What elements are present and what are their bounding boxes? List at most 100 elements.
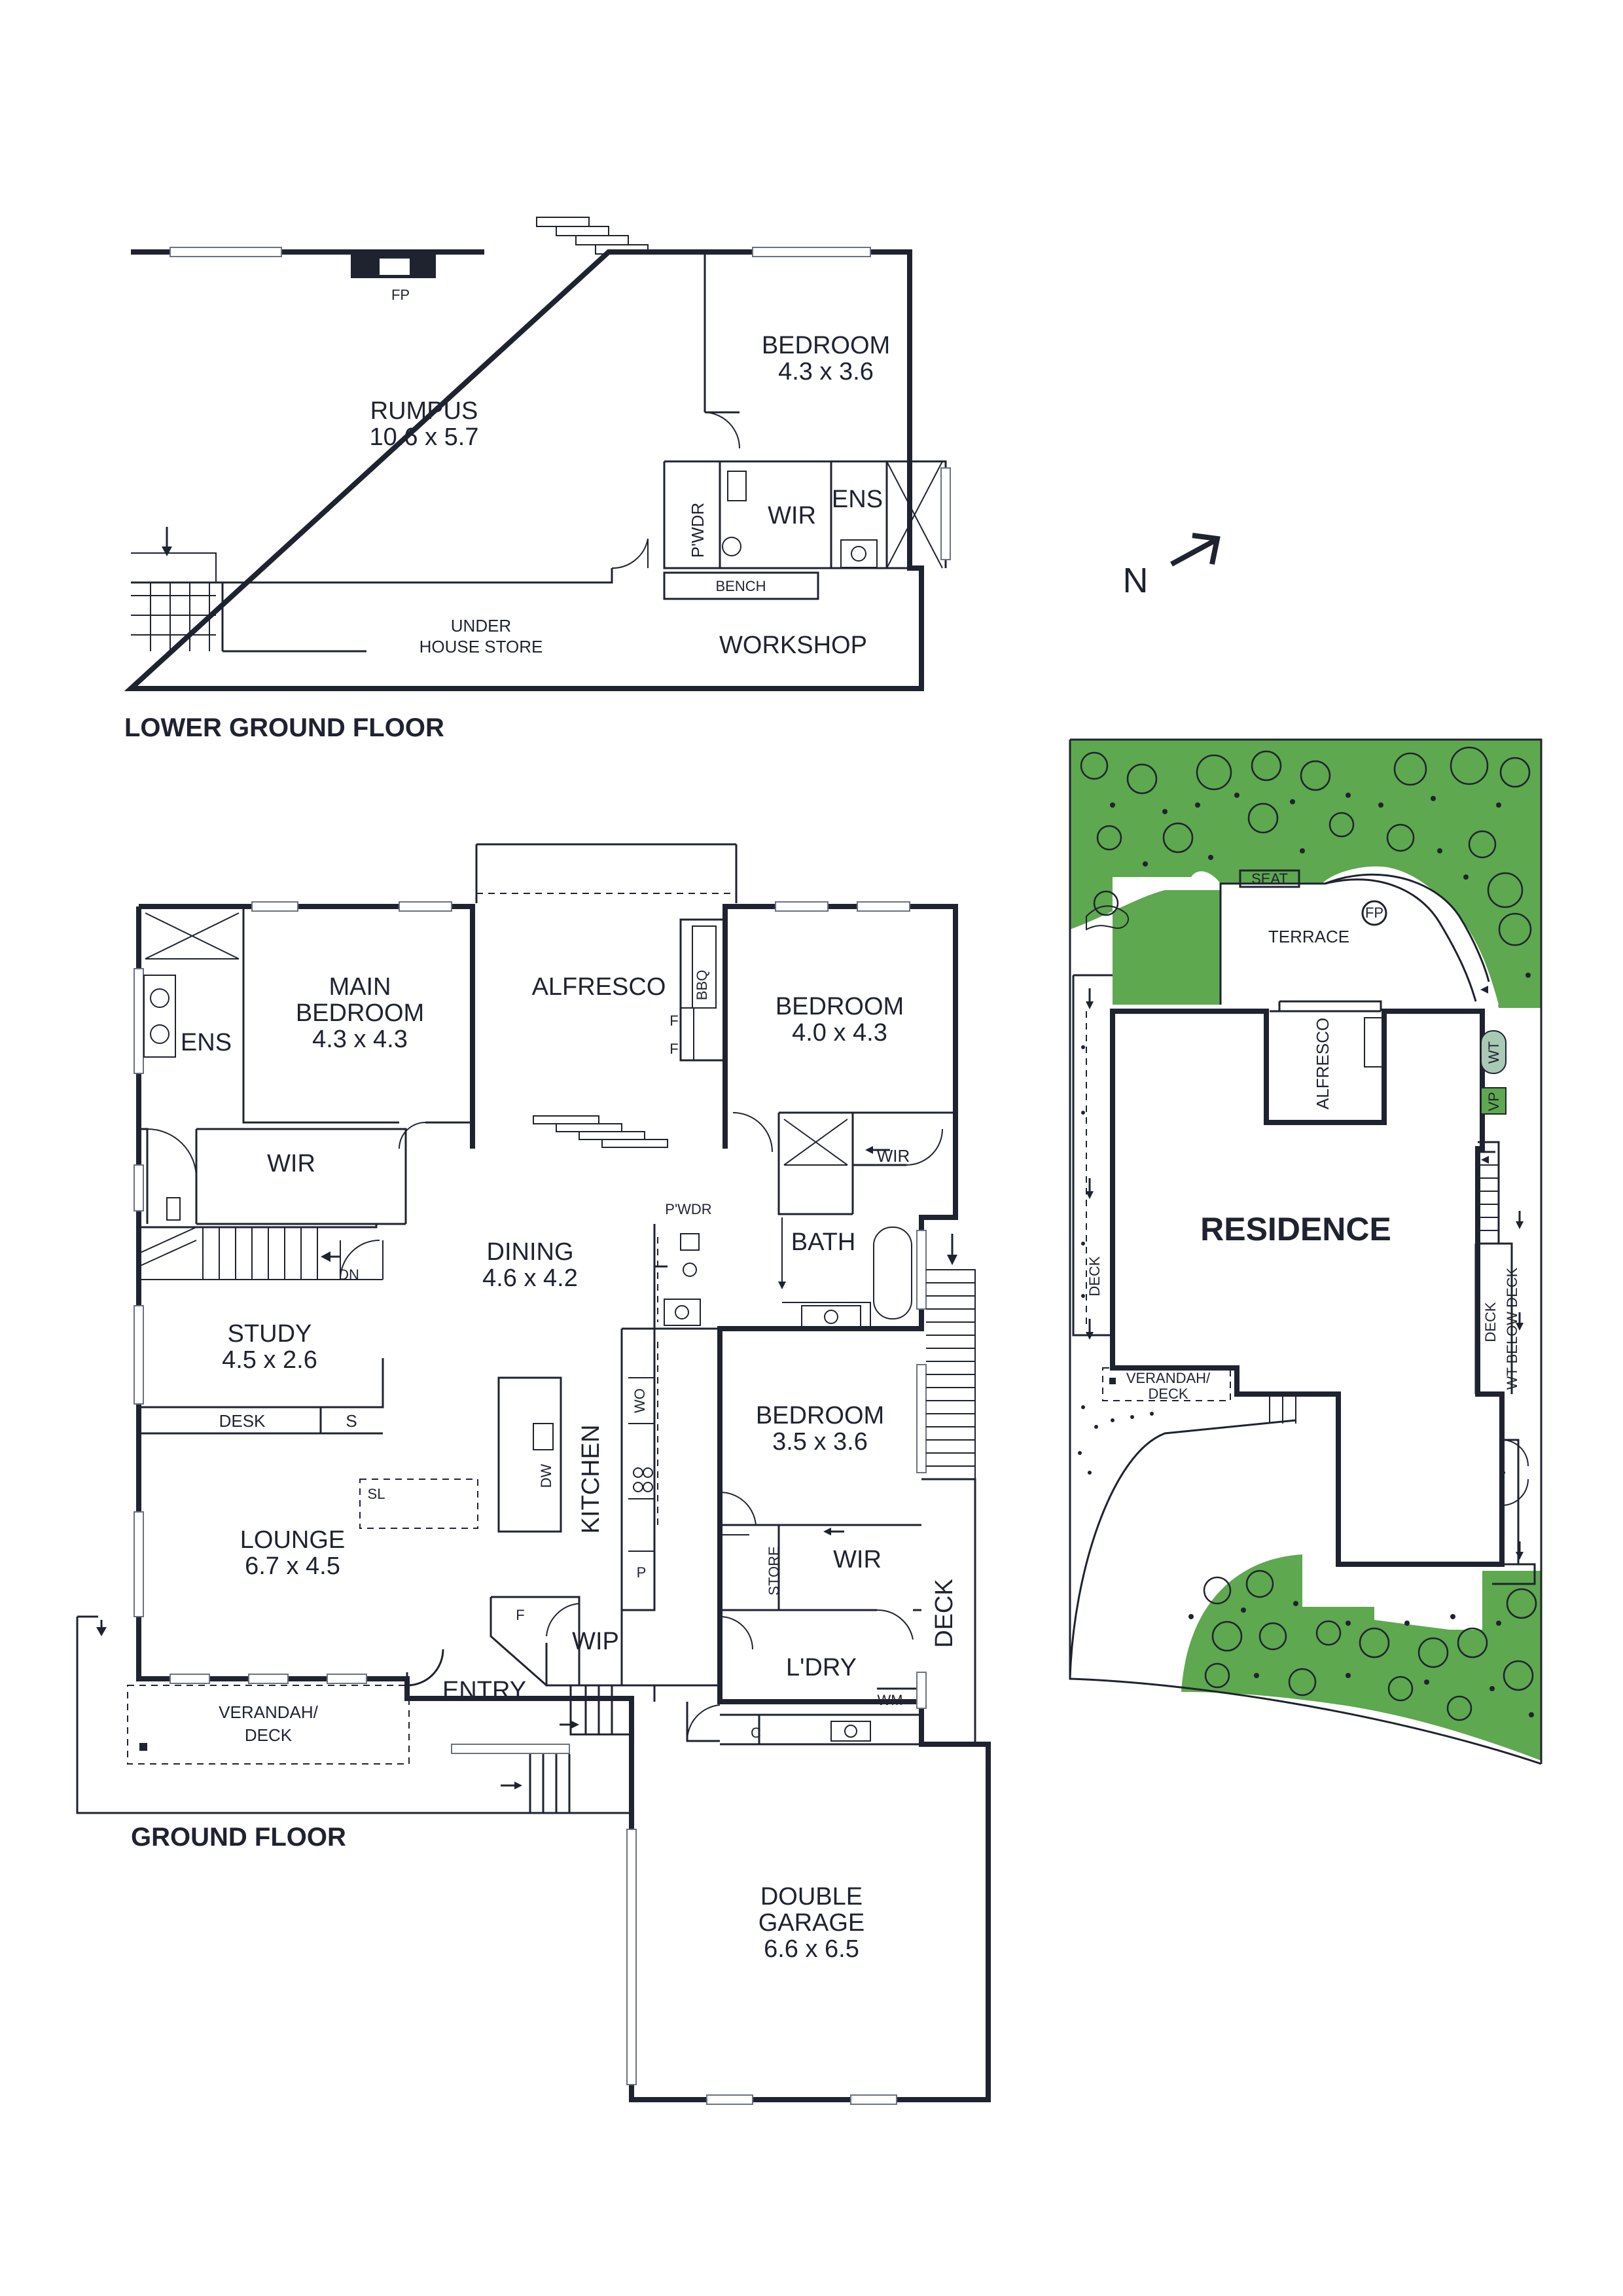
garage-label-2: GARAGE [758, 1909, 865, 1937]
shrubs [1078, 793, 1534, 1717]
ground-floor-title: GROUND FLOOR [131, 1823, 346, 1852]
arrow-down-icon [162, 547, 172, 556]
study-label: STUDY [228, 1320, 312, 1348]
site-verandah-label-1: VERANDAH/ [1126, 1370, 1211, 1386]
verandah-label-1: VERANDAH/ [219, 1702, 318, 1722]
bedroom-2-dim: 3.5 x 3.6 [772, 1428, 868, 1456]
residence-outline [1110, 1009, 1505, 1567]
water-tank-label: WT [1486, 1041, 1502, 1064]
residence-label: RESIDENCE [1200, 1211, 1391, 1247]
north-label: N [1123, 561, 1149, 600]
arrow-down-icon [96, 1627, 107, 1636]
wir-label: WIR [833, 1546, 882, 1573]
site-verandah-label-2: DECK [1148, 1386, 1188, 1402]
cupboard-label: C [751, 1725, 761, 1741]
bench-label: BENCH [715, 578, 766, 594]
fireplace-label: FP [391, 287, 410, 303]
sliding-door [359, 1479, 478, 1529]
wt-below-deck-label: WT BELOW DECK [1504, 1267, 1520, 1390]
bedroom-1-dim: 4.0 x 4.3 [792, 1019, 887, 1047]
dining-label: DINING [487, 1238, 574, 1266]
trees [1080, 746, 1537, 1721]
ground-floor: ENS MAIN BEDROOM 4.3 x 4.3 WIR ALFRESCO … [76, 843, 991, 2105]
site-alfresco-label: ALFRESCO [1313, 1018, 1332, 1109]
wall-oven-label: WO [632, 1388, 648, 1413]
fridge-label: F [669, 1013, 678, 1029]
ground-outer-wall [136, 904, 991, 2102]
powder-room-label: P'WDR [665, 1201, 711, 1217]
garage-label-1: DOUBLE [760, 1883, 863, 1910]
lower-bedroom-label: BEDROOM [762, 332, 890, 359]
lower-bedroom-dim: 4.3 x 3.6 [778, 358, 874, 386]
bbq-bench [679, 918, 726, 1062]
kitchen-label: KITCHEN [577, 1425, 605, 1534]
site-fireplace-label: FP [1365, 905, 1383, 921]
site-plan: SEAT FP TERRACE ALFRESCO WT VP RESIDENCE… [1069, 738, 1543, 1765]
alfresco-label: ALFRESCO [532, 973, 666, 1001]
store-label: STORE [766, 1546, 782, 1595]
verandah-label-2: DECK [245, 1725, 293, 1745]
dining-dim: 4.6 x 4.2 [482, 1265, 578, 1292]
vp-box [1480, 1087, 1507, 1115]
window [752, 247, 871, 257]
powder-room-label: P'WDR [688, 503, 707, 558]
bbq-label: BBQ [694, 970, 710, 1000]
lounge-label: LOUNGE [240, 1526, 345, 1554]
fridge-label: F [669, 1041, 678, 1057]
bedroom-2-label: BEDROOM [756, 1402, 884, 1429]
deck-label: DECK [931, 1579, 958, 1648]
door-swing [704, 412, 740, 449]
washing-machine-label: WM [877, 1692, 902, 1708]
dishwasher-label: DW [538, 1463, 554, 1488]
s-label: S [346, 1411, 357, 1431]
site-boundary [1069, 738, 1543, 1765]
fridge-label: F [516, 1607, 524, 1623]
north-arrow: N [1123, 533, 1221, 600]
main-bedroom-dim: 4.3 x 4.3 [312, 1026, 408, 1053]
main-bedroom-label-1: MAIN [329, 973, 391, 1001]
lower-ground-outer-wall [124, 249, 924, 691]
sliding-door-label: SL [368, 1486, 385, 1502]
garden-bottom [1181, 1554, 1541, 1761]
laundry-label: L'DRY [786, 1654, 857, 1681]
garage-dim: 6.6 x 6.5 [764, 1935, 859, 1963]
staircase [138, 1227, 383, 1280]
bedroom-1-label: BEDROOM [776, 993, 904, 1020]
north-arrow-icon [1170, 537, 1217, 567]
desk-label: DESK [219, 1411, 266, 1431]
arrow-left-icon [321, 1251, 330, 1262]
pantry-label: P [637, 1564, 647, 1581]
site-deck-right-label: DECK [1482, 1302, 1499, 1342]
rumpus-dim: 10.6 x 5.7 [370, 423, 479, 451]
bath-label: BATH [791, 1229, 856, 1256]
bench [663, 571, 819, 600]
under-store-label-1: UNDER [451, 616, 511, 636]
wir-label: WIR [267, 1150, 315, 1177]
seat-label: SEAT [1251, 870, 1288, 887]
ensuite-label: ENS [181, 1029, 232, 1056]
site-deck-left-label: DECK [1086, 1256, 1103, 1296]
terrace-label: TERRACE [1268, 927, 1349, 946]
down-label: DN [338, 1266, 359, 1283]
lounge-dim: 6.7 x 4.5 [245, 1552, 340, 1580]
window [169, 247, 282, 257]
external-steps [536, 217, 649, 255]
lower-ground-floor: FP P'WDR WIR ENS BENCH [124, 217, 951, 742]
main-bedroom-label-2: BEDROOM [296, 999, 424, 1027]
external-steps [926, 1269, 976, 1480]
wip-label: WIP [572, 1628, 619, 1655]
study-dim: 4.5 x 2.6 [222, 1346, 317, 1374]
ensuite-label: ENS [832, 486, 883, 513]
vp-label: VP [1486, 1092, 1502, 1111]
wir-label: WIR [768, 502, 816, 529]
wir-label: WIR [877, 1146, 910, 1166]
under-store-label-2: HOUSE STORE [419, 637, 543, 656]
lower-ground-title: LOWER GROUND FLOOR [124, 713, 444, 742]
kitchen-island [497, 1376, 562, 1533]
workshop-label: WORKSHOP [719, 632, 867, 659]
rumpus-label: RUMPUS [370, 397, 478, 425]
garden-top [1070, 740, 1541, 1008]
water-tank [1480, 1030, 1507, 1074]
entry-label: ENTRY [442, 1677, 526, 1704]
